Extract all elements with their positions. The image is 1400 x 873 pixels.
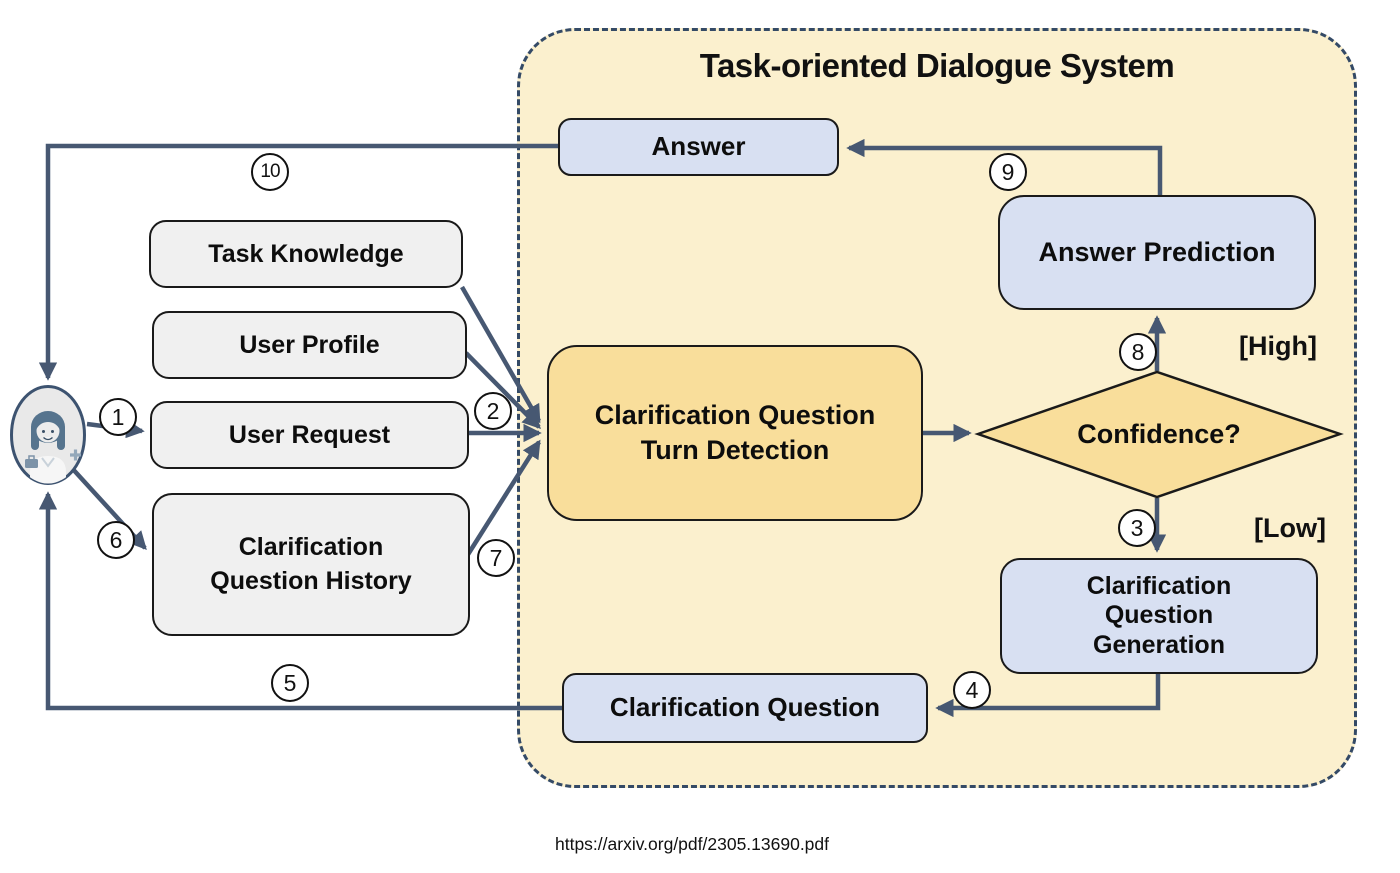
step-badge-3: 3 (1118, 509, 1156, 547)
step-badge-5: 5 (271, 664, 309, 702)
step-badge-8: 8 (1119, 333, 1157, 371)
step-badge-9: 9 (989, 153, 1027, 191)
step-badge-7: 7 (477, 539, 515, 577)
node-clarification-question-history: Clarification Question History (152, 493, 470, 636)
node-answer-prediction: Answer Prediction (998, 195, 1316, 310)
node-clarification-question-generation: Clarification Question Generation (1000, 558, 1318, 674)
step-badge-1: 1 (99, 398, 137, 436)
node-answer: Answer (558, 118, 839, 176)
branch-label-high: [High] (1239, 331, 1317, 361)
node-confidence-label: Confidence? (1077, 419, 1241, 449)
step-badge-2: 2 (474, 392, 512, 430)
step-badge-4: 4 (953, 671, 991, 709)
step-badge-10: 10 (251, 153, 289, 191)
node-clarification-question-turn-detection: Clarification Question Turn Detection (547, 345, 923, 521)
branch-label-low: [Low] (1254, 513, 1326, 543)
step-badge-6: 6 (97, 521, 135, 559)
source-url: https://arxiv.org/pdf/2305.13690.pdf (554, 834, 830, 854)
node-user-request: User Request (150, 401, 469, 469)
user-avatar-icon (10, 385, 86, 485)
system-title: Task-oriented Dialogue System (699, 47, 1175, 84)
node-clarification-question: Clarification Question (562, 673, 928, 743)
node-task-knowledge: Task Knowledge (149, 220, 463, 288)
node-user-profile: User Profile (152, 311, 467, 379)
